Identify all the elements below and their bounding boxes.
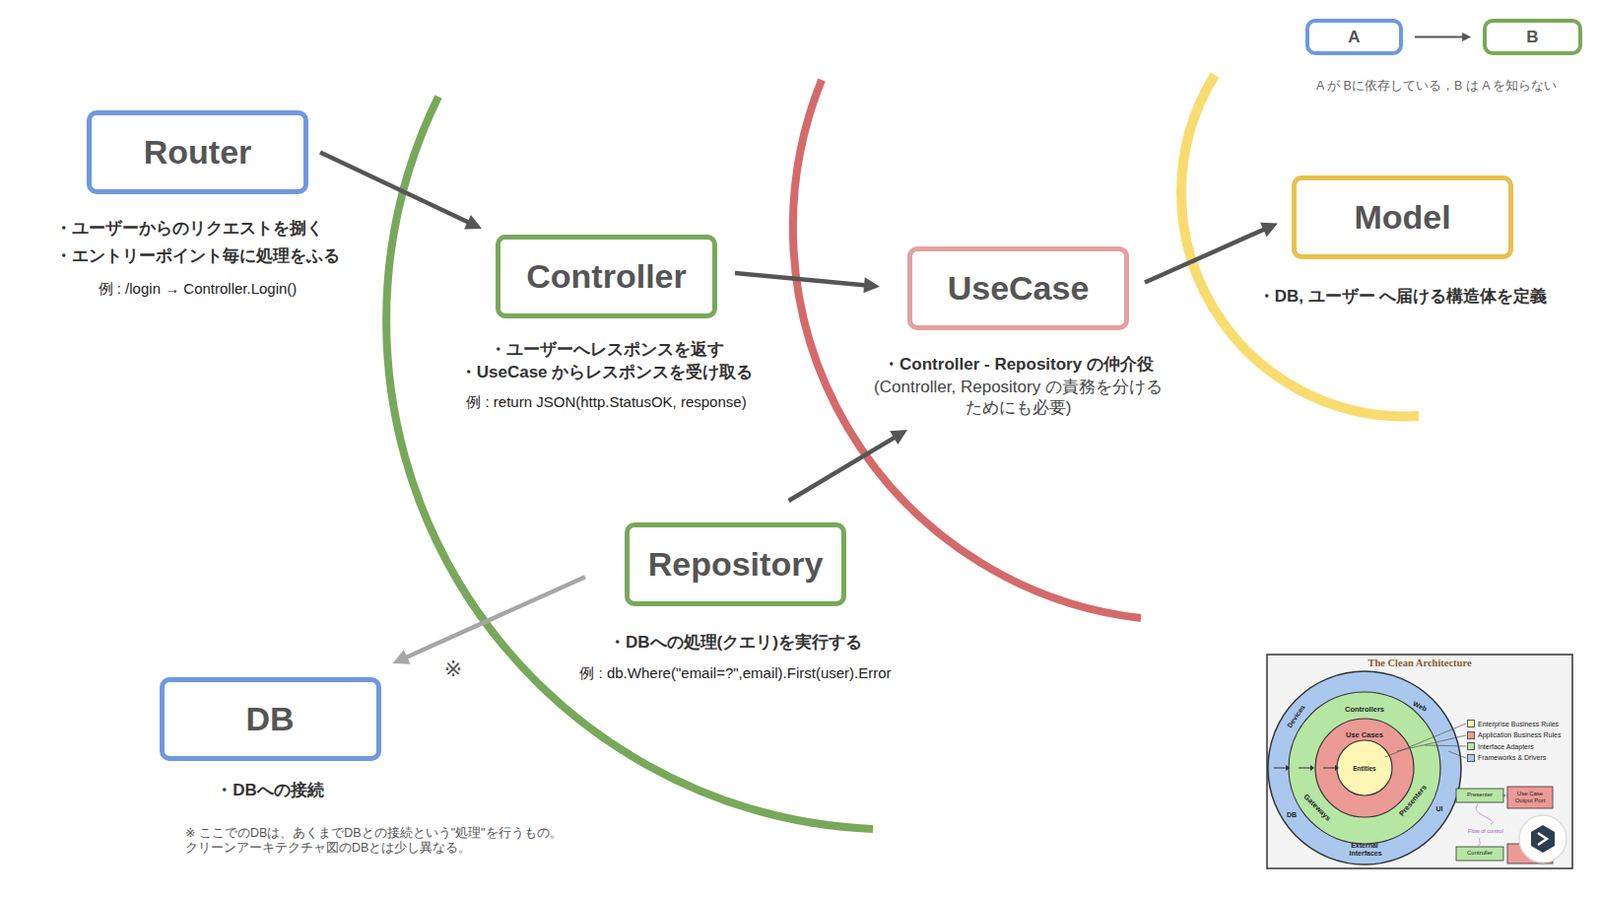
- controller-box: [1456, 846, 1504, 861]
- dependency-arrow: [789, 433, 902, 501]
- ring-label: Presenters: [1397, 782, 1429, 817]
- flow-of-control-curve: [1475, 803, 1493, 846]
- description-text: (Controller, Repository の責務を分ける ためにも必要): [872, 376, 1165, 418]
- port-link: [1503, 795, 1508, 797]
- ring-frameworks: [1267, 670, 1462, 865]
- component-title: Model: [1353, 198, 1451, 237]
- dependency-arrow: [1144, 226, 1271, 283]
- component-notes: ・DBへの接続: [215, 778, 325, 802]
- description-text: ・UseCase からレスポンスを受け取る: [460, 360, 754, 384]
- note-mark: ※: [444, 656, 463, 682]
- legend-swatch: [1466, 719, 1475, 728]
- component-box: Repository・DBへの処理(クエリ)を実行する例 : db.Where(…: [624, 522, 847, 606]
- thumbnail-frame: [1266, 654, 1573, 868]
- legend-text: Application Business Rules: [1477, 731, 1561, 738]
- thumbnail-title: The Clean Architecture: [1367, 657, 1471, 670]
- flow-arrow-heads: [1285, 764, 1339, 771]
- description-text: ・ユーザーからのリクエストを捌く: [55, 214, 340, 243]
- component-title: Controller: [526, 257, 686, 296]
- ring-label: DB: [1286, 810, 1297, 819]
- legend-box: B: [1482, 18, 1583, 56]
- example-code: 例 : /login → Controller.Login(): [55, 278, 340, 299]
- ring-label: UI: [1436, 804, 1444, 813]
- ring-label: Gateways: [1301, 791, 1333, 822]
- description-text: ・ユーザーへレスポンスを返す: [460, 337, 754, 361]
- example-code: 例 : return JSON(http.StatusOK, response): [460, 392, 754, 412]
- ring-label: External Interfaces: [1349, 841, 1381, 859]
- ring-label: Entities: [1352, 764, 1376, 773]
- component-notes: ・ユーザーへレスポンスを返す・UseCase からレスポンスを受け取る例 : r…: [460, 337, 754, 412]
- component-box: Controller・ユーザーへレスポンスを返す・UseCase からレスポンス…: [495, 234, 718, 319]
- legend-leader-lines: [1385, 723, 1467, 758]
- output-port-box: [1507, 786, 1553, 808]
- ring-label: Web: [1411, 699, 1429, 714]
- component-notes: ・DBへの処理(クエリ)を実行する例 : db.Where("email=?",…: [579, 630, 891, 683]
- component-box: Model・DB, ユーザー へ届ける構造体を定義: [1291, 175, 1514, 260]
- dependency-arrow: [320, 152, 475, 226]
- ring-entities: [1336, 739, 1393, 796]
- legend-row: Frameworks & Drivers: [1466, 753, 1546, 762]
- box-label: Use Case Output Port: [1508, 790, 1552, 804]
- legend-swatch: [1466, 731, 1475, 739]
- component-title: DB: [245, 699, 294, 738]
- description-text: ・Controller - Repository の仲介役: [872, 352, 1165, 377]
- component-box: UseCase・Controller - Repository の仲介役(Con…: [907, 246, 1130, 331]
- logo-hexagon: [1531, 824, 1555, 853]
- ring-label: Use Cases: [1345, 730, 1384, 739]
- description-text: ・エントリーポイント毎に処理をふる: [55, 242, 340, 270]
- component-title: UseCase: [947, 268, 1090, 308]
- component-notes: ・ユーザーからのリクエストを捌く・エントリーポイント毎に処理をふる例 : /lo…: [55, 214, 340, 299]
- legend-row: Application Business Rules: [1466, 731, 1561, 739]
- component-title: B: [1526, 27, 1538, 48]
- description-text: ・DBへの処理(クエリ)を実行する: [579, 630, 891, 655]
- dependency-arrow: [1414, 36, 1467, 39]
- ring-label: Devices: [1285, 703, 1308, 730]
- component-notes: ・Controller - Repository の仲介役(Controller…: [872, 352, 1165, 418]
- legend-swatch: [1466, 753, 1475, 762]
- component-notes: ・DB, ユーザー へ届ける構造体を定義: [1258, 284, 1548, 309]
- component-title: Repository: [648, 544, 824, 584]
- logo-chevron: [1537, 832, 1547, 845]
- logo-badge: [1519, 814, 1567, 863]
- legend-row: Enterprise Business Rules: [1466, 719, 1559, 728]
- legend-text: Enterprise Business Rules: [1477, 720, 1559, 728]
- legend-caption: A が Bに依存している，B は A を知らない: [1316, 78, 1557, 94]
- flow-arrow-lines: [1273, 767, 1335, 769]
- component-title: Router: [143, 133, 253, 172]
- component-title: A: [1347, 27, 1360, 48]
- presenter-box: [1456, 788, 1504, 802]
- legend-text: Frameworks & Drivers: [1477, 753, 1546, 761]
- legend-row: Interface Adapters: [1466, 741, 1534, 750]
- flow-label: Flow of control: [1467, 827, 1504, 835]
- legend-text: Interface Adapters: [1477, 742, 1534, 750]
- component-box: Router・ユーザーからのリクエストを捌く・エントリーポイント毎に処理をふる例…: [86, 110, 309, 195]
- description-text: ・DBへの接続: [215, 778, 325, 802]
- description-text: ・DB, ユーザー へ届ける構造体を定義: [1258, 284, 1548, 309]
- dependency-arrow: [400, 576, 586, 660]
- interface-adapter-arc: [386, 96, 873, 829]
- example-code: 例 : db.Where("email=?",email).First(user…: [579, 663, 891, 683]
- legend-swatch: [1466, 741, 1475, 750]
- legend-box: A: [1305, 18, 1403, 56]
- box-label: Controller: [1466, 849, 1493, 857]
- footnote: ※ ここでのDBは、あくまでDBとの接続という"処理"を行うもの。 クリーンアー…: [185, 825, 566, 856]
- dependency-arrow: [734, 272, 872, 286]
- component-box: DB・DBへの接続: [159, 676, 382, 761]
- box-label: Presenter: [1466, 791, 1493, 799]
- ring-label: Controllers: [1344, 704, 1385, 714]
